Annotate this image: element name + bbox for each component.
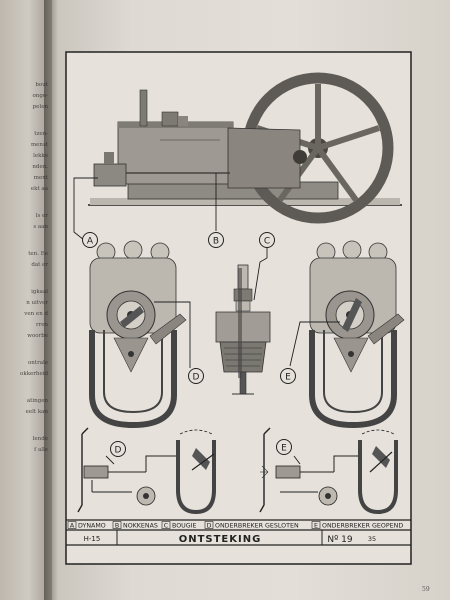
svg-text:E: E (281, 444, 287, 454)
wiring-closed-diagram (77, 427, 216, 515)
callout-d-top: D (188, 368, 204, 384)
svg-text:B: B (115, 523, 119, 530)
left-page-line: ls er (35, 213, 48, 219)
left-page-line: nden. (32, 164, 48, 170)
svg-text:D: D (193, 373, 200, 383)
left-page-line: n uitver (26, 300, 48, 306)
legend-item-c: C BOUGIE (161, 521, 197, 530)
left-page-line: eelt kan (25, 409, 48, 415)
svg-text:E: E (314, 523, 318, 530)
left-page-line: okkerheid (20, 371, 48, 377)
left-page-line: ontrale (28, 360, 48, 366)
callout-d-bottom: D (110, 441, 126, 457)
left-page-line: tzen- (34, 131, 48, 137)
left-page-line: woorbe (27, 333, 48, 339)
legend-item-e: E ONDERBREKER GEOPEND (311, 521, 403, 530)
left-page-line: bout (35, 82, 48, 88)
svg-text:D: D (115, 446, 122, 456)
engine-illustration (73, 72, 402, 241)
svg-text:A: A (70, 523, 75, 530)
callout-e-bottom: E (276, 439, 292, 455)
svg-text:C: C (164, 523, 169, 530)
breaker-open-illustration (289, 240, 405, 429)
legend-item-b: B NOKKENAS (112, 521, 158, 530)
wiring-open-diagram (259, 427, 398, 515)
left-page-line: lekke (33, 153, 48, 159)
plate-title: ONTSTEKING (179, 534, 262, 545)
callout-c: C (253, 232, 275, 301)
legend-row: A DYNAMO B NOKKENAS C BOUGIE D ONDERBREK… (66, 519, 411, 531)
left-page-text: bout onge-pelen tzen-menst lekke nden. ment ek… (2, 80, 48, 456)
left-page-line: rren (35, 322, 48, 328)
svg-text:D: D (207, 523, 212, 530)
left-page: bout onge-pelen tzen-menst lekke nden. ment ek… (0, 0, 52, 600)
left-page-line: lende (32, 436, 48, 442)
left-page-line: ten. Ee (28, 251, 48, 257)
left-page-line: ven en d (24, 311, 48, 317)
svg-text:BOUGIE: BOUGIE (172, 523, 197, 530)
svg-text:A: A (87, 237, 94, 247)
left-page-line: onge- (32, 93, 49, 99)
breaker-closed-illustration (89, 240, 191, 429)
left-page-line: pelen (32, 104, 48, 110)
svg-text:NOKKENAS: NOKKENAS (123, 523, 158, 530)
plate-code: H-15 (84, 535, 101, 543)
page-number: 59 (422, 586, 430, 593)
svg-text:B: B (213, 237, 219, 247)
left-page-line: igkaal (31, 289, 48, 295)
svg-text:C: C (264, 237, 270, 247)
plate-number: Nº 19 (327, 535, 353, 545)
left-page-line: f alle (34, 447, 48, 453)
svg-text:DYNAMO: DYNAMO (78, 523, 106, 530)
callout-b: B (208, 232, 224, 248)
left-page-line: s aan (33, 224, 48, 230)
svg-text:ONDERBREKER GESLOTEN: ONDERBREKER GESLOTEN (215, 523, 299, 530)
left-page-line: ment (33, 175, 48, 181)
legend-item-d: D ONDERBREKER GESLOTEN (204, 521, 299, 530)
left-page-line: dat er (31, 262, 48, 268)
svg-text:ONDERBREKER GEOPEND: ONDERBREKER GEOPEND (322, 523, 403, 530)
left-page-line: ekt aa (30, 186, 48, 192)
left-page-line: atingen (26, 398, 48, 404)
spark-plug-illustration (215, 264, 271, 395)
callout-e-top: E (280, 368, 296, 384)
legend-item-a: A DYNAMO (67, 521, 106, 530)
book-gutter-shadow (44, 0, 58, 600)
plate-number-suffix: 35 (368, 535, 376, 543)
title-row: H-15 ONTSTEKING Nº 19 35 (66, 530, 411, 546)
svg-text:E: E (285, 373, 291, 383)
callout-a: A (82, 232, 98, 248)
left-page-line: menst (30, 142, 48, 148)
